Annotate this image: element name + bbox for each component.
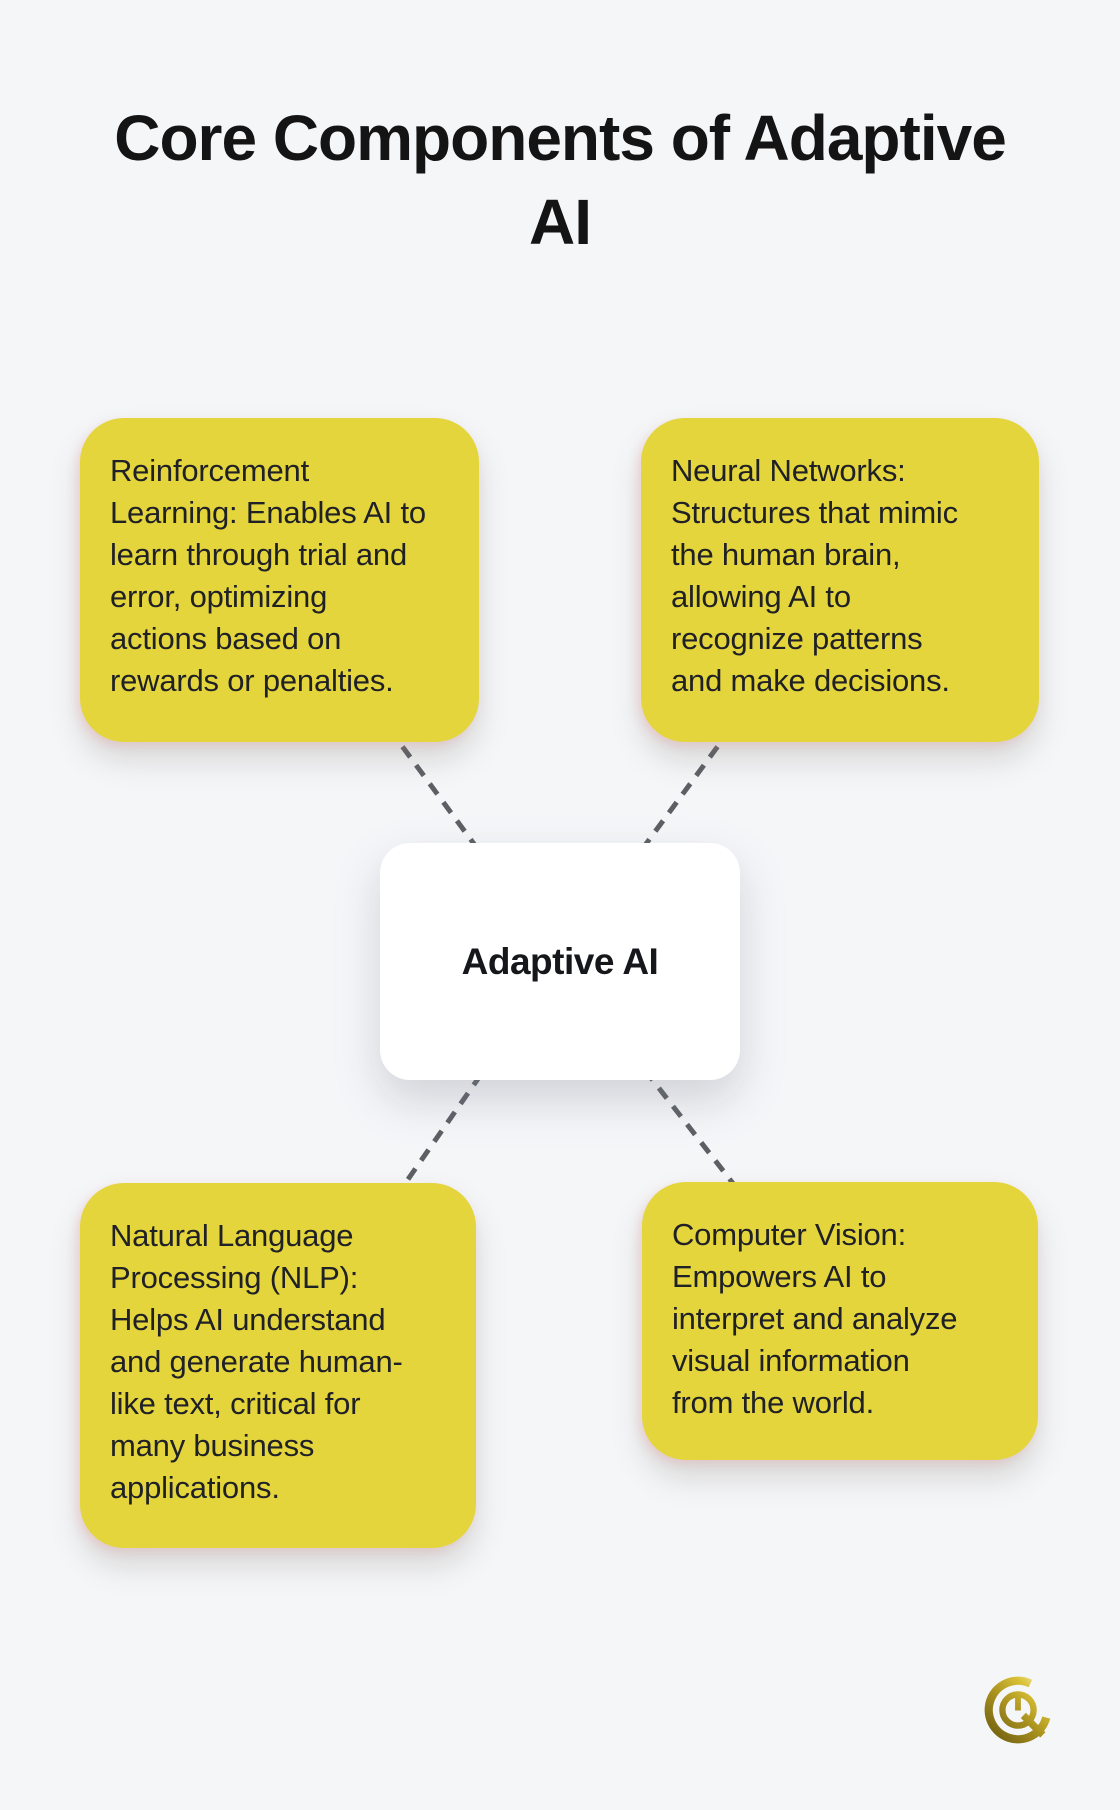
node-reinforcement-learning-text: Reinforcement Learning: Enables AI to le… (110, 453, 426, 698)
page-title: Core Components of Adaptive AI (114, 102, 1007, 258)
node-neural-networks-text: Neural Networks: Structures that mimic t… (671, 453, 958, 698)
node-natural-language-processing: Natural Language Processing (NLP): Helps… (80, 1183, 476, 1548)
node-computer-vision-text: Computer Vision: Empowers AI to interpre… (672, 1217, 958, 1420)
gold-q-emblem-logo (979, 1671, 1057, 1749)
center-node-adaptive-ai: Adaptive AI (380, 843, 740, 1080)
logo-q-tail (1020, 1712, 1046, 1738)
node-computer-vision: Computer Vision: Empowers AI to interpre… (642, 1182, 1038, 1460)
node-neural-networks: Neural Networks: Structures that mimic t… (641, 418, 1039, 742)
center-node-label: Adaptive AI (461, 940, 659, 982)
q-emblem-icon (984, 1676, 1051, 1744)
node-natural-language-processing-text: Natural Language Processing (NLP): Helps… (110, 1218, 403, 1505)
logo-outer-ring (984, 1676, 1051, 1744)
node-reinforcement-learning: Reinforcement Learning: Enables AI to le… (80, 418, 479, 742)
